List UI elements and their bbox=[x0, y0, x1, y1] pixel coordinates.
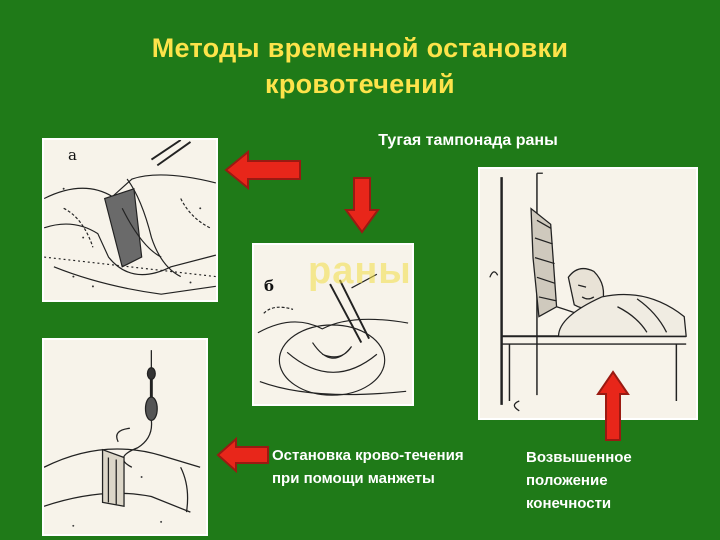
elevated-limb-drawing bbox=[489, 172, 687, 412]
illustration-pressure-cuff bbox=[42, 338, 208, 536]
title-line-2: кровотечений bbox=[265, 69, 455, 99]
label-a: а bbox=[68, 146, 77, 164]
caption-tight-tamponade: Тугая тампонада раны bbox=[378, 132, 558, 149]
illustration-wound-tamponade: б bbox=[252, 243, 414, 406]
wound-packing-drawing bbox=[44, 140, 216, 295]
title-line-1: Методы временной остановки bbox=[151, 33, 569, 63]
caption-elevated-position: Возвышенное положение конечности bbox=[526, 449, 632, 512]
illustration-elevated-limb bbox=[478, 167, 698, 420]
caption-cuff-bleeding-stop: Остановка крово-течения при помощи манже… bbox=[272, 447, 464, 487]
pressure-cuff-drawing bbox=[44, 350, 201, 527]
arrow-down-to-panel-b bbox=[344, 176, 380, 234]
arrow-left-to-panel-a bbox=[224, 150, 302, 190]
faded-text: раны bbox=[308, 250, 412, 292]
illustration-wound-packing: а bbox=[42, 138, 218, 302]
arrow-up-to-panel-d bbox=[596, 370, 630, 442]
slide-title: Методы временной остановки кровотечений bbox=[60, 30, 660, 102]
wound-tamponade-drawing bbox=[257, 273, 409, 396]
label-b: б bbox=[264, 277, 275, 295]
arrow-left-to-panel-c bbox=[216, 437, 270, 473]
